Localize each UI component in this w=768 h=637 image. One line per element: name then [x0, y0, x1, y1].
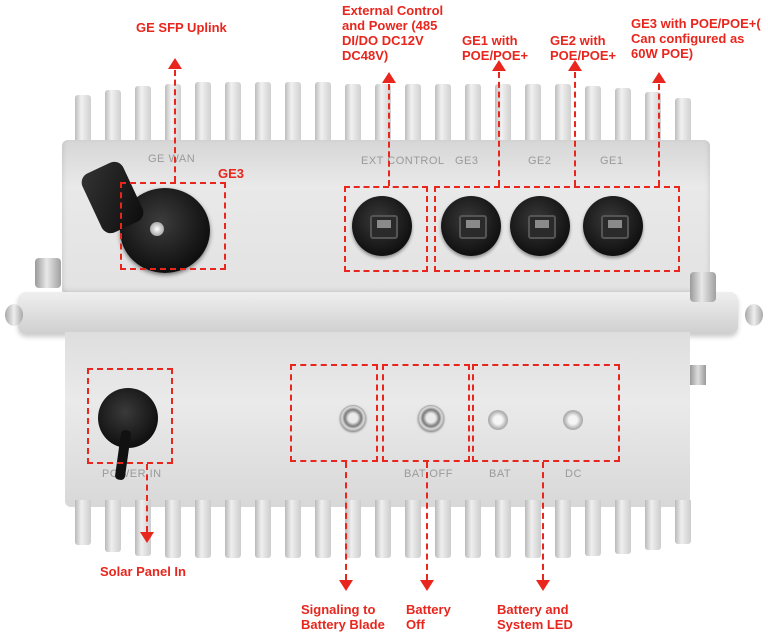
silk-bat: BAT: [489, 468, 512, 480]
label-signaling: Signaling to Battery Blade: [301, 602, 385, 632]
arrow-ge-sfp: [168, 58, 182, 69]
label-battery-led: Battery and System LED: [497, 602, 573, 632]
box-battery-off: [382, 364, 470, 462]
silk-ext-control: EXT CONTROL: [361, 155, 445, 167]
line-solar: [146, 464, 148, 532]
line-ge2: [574, 72, 576, 186]
arrow-battery-led: [536, 580, 550, 591]
bat-led: [488, 410, 508, 430]
housing-flange: [18, 292, 738, 334]
label-ge3: GE3: [218, 166, 245, 181]
silk-ge1: GE1: [600, 155, 624, 167]
line-battery-led: [542, 462, 544, 580]
label-ge1: GE1 with POE/POE+: [462, 33, 529, 63]
signaling-button[interactable]: [340, 405, 366, 431]
port-ext-control[interactable]: [352, 196, 412, 256]
label-ge3-poe: GE3 with POE/POE+( Can configured as 60W…: [631, 16, 761, 61]
arrow-signaling: [339, 580, 353, 591]
box-signaling: [290, 364, 378, 462]
line-ge3: [658, 84, 660, 186]
arrow-battery-off: [420, 580, 434, 591]
silk-bat-off: BAT OFF: [404, 468, 453, 480]
port-ge3[interactable]: [441, 196, 501, 256]
line-ge1: [498, 72, 500, 186]
arrow-ge2: [568, 60, 582, 71]
box-ge-sfp: [120, 182, 226, 270]
label-ext-control: External Control and Power (485 DI/DO DC…: [342, 3, 444, 63]
label-ge-sfp: GE SFP Uplink: [136, 20, 227, 35]
arrow-ge3: [652, 72, 666, 83]
port-ge2[interactable]: [510, 196, 570, 256]
box-ext-control: [344, 186, 428, 272]
side-bolt: [690, 365, 706, 385]
silk-ge2: GE2: [528, 155, 552, 167]
line-ext-control: [388, 84, 390, 186]
line-battery-off: [426, 462, 428, 580]
box-ge-ports: [434, 186, 680, 272]
screw-side-right: [745, 304, 763, 326]
label-battery-off: Battery Off: [406, 602, 451, 632]
label-ge2: GE2 with POE/POE+: [550, 33, 617, 63]
arrow-solar: [140, 532, 154, 543]
silk-dc: DC: [565, 468, 582, 480]
line-ge-sfp: [174, 70, 176, 182]
line-signaling: [345, 462, 347, 580]
silk-ge-wan: GE WAN: [148, 153, 196, 165]
silk-ge3: GE3: [455, 155, 479, 167]
dc-led: [563, 410, 583, 430]
box-battery-led: [472, 364, 620, 462]
sfp-cap-screw: [150, 222, 164, 236]
silk-power-in: POWER IN: [102, 468, 162, 480]
screw-right: [690, 272, 716, 302]
battery-off-button[interactable]: [418, 405, 444, 431]
screw-left: [35, 258, 61, 288]
arrow-ge1: [492, 60, 506, 71]
arrow-ext-control: [382, 72, 396, 83]
label-solar: Solar Panel In: [100, 564, 186, 579]
screw-side-left: [5, 304, 23, 326]
port-ge1[interactable]: [583, 196, 643, 256]
box-power-in: [87, 368, 173, 464]
